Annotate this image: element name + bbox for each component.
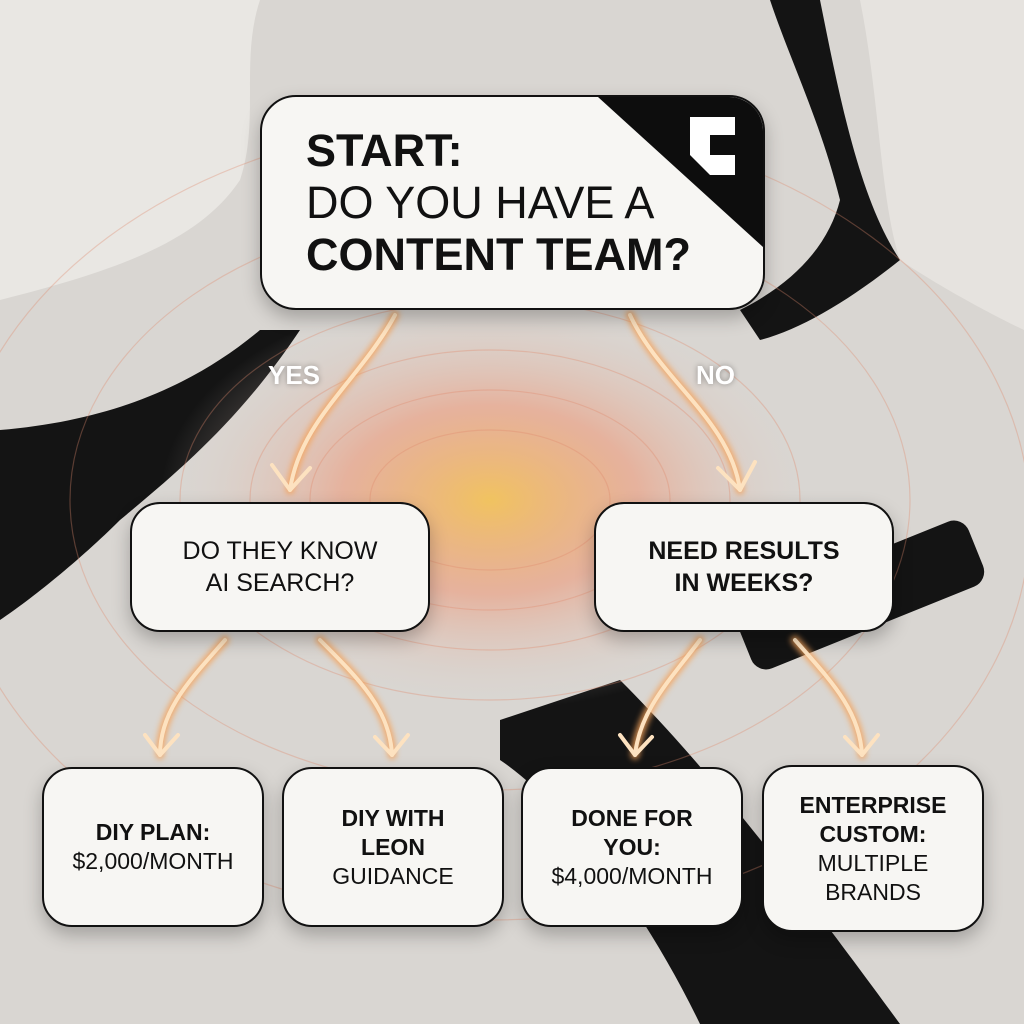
question-text: AI SEARCH? (205, 569, 355, 597)
question-text: IN WEEKS? (674, 569, 814, 597)
question-text: DO THEY KNOW (182, 537, 378, 565)
start-question-line: DO YOU HAVE A (306, 176, 655, 228)
question-text: NEED RESULTS (648, 537, 840, 565)
outcome-title: YOU: (603, 833, 661, 860)
outcome-title: LEON (361, 833, 425, 860)
question-results-weeks: NEED RESULTS IN WEEKS? (594, 502, 894, 632)
yes-label: YES (268, 360, 321, 390)
outcome-done-for-you: DONE FOR YOU: $4,000/MONTH (521, 767, 743, 927)
outcome-detail: GUIDANCE (332, 862, 454, 889)
outcome-title: CUSTOM: (819, 820, 927, 847)
outcome-title: DIY WITH (341, 804, 445, 831)
no-label: NO (696, 360, 735, 390)
outcome-title: ENTERPRISE (799, 791, 947, 818)
outcome-title: DIY PLAN: (95, 819, 211, 845)
outcome-detail: BRANDS (825, 878, 921, 905)
outcome-diy-leon: DIY WITH LEON GUIDANCE (282, 767, 504, 927)
arrows (143, 310, 880, 760)
start-question-emphasis: CONTENT TEAM? (306, 228, 691, 280)
start-title: START: (306, 124, 463, 176)
outcome-detail: $4,000/MONTH (551, 862, 713, 889)
outcome-title: DONE FOR (571, 804, 693, 831)
question-ai-search: DO THEY KNOW AI SEARCH? (130, 502, 430, 632)
c-logo-icon (690, 117, 735, 175)
start-question-box: START: DO YOU HAVE A CONTENT TEAM? (260, 95, 765, 310)
outcome-enterprise: ENTERPRISE CUSTOM: MULTIPLE BRANDS (762, 765, 984, 932)
corner-accent (598, 97, 763, 247)
outcome-detail: MULTIPLE (817, 849, 929, 876)
outcome-diy-plan: DIY PLAN: $2,000/MONTH (42, 767, 264, 927)
outcome-detail: $2,000/MONTH (72, 848, 234, 874)
